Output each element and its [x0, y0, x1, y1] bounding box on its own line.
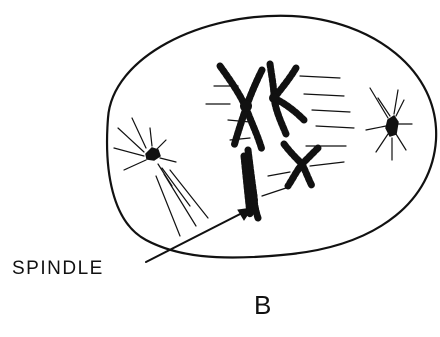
centromere — [298, 160, 306, 168]
left-aster-fibers — [114, 118, 208, 236]
chromosome-2 — [269, 64, 304, 134]
centromere — [250, 196, 258, 204]
spindle-pointer-arrow — [146, 208, 252, 262]
left-centrosome — [146, 148, 160, 160]
spindle-label: SPINDLE — [12, 258, 104, 280]
centromere — [269, 93, 279, 103]
chromosome-1 — [220, 66, 262, 150]
right-centrosome — [386, 116, 398, 136]
chromosome-3 — [284, 144, 318, 186]
panel-letter: B — [254, 290, 271, 321]
centromere — [240, 100, 252, 112]
